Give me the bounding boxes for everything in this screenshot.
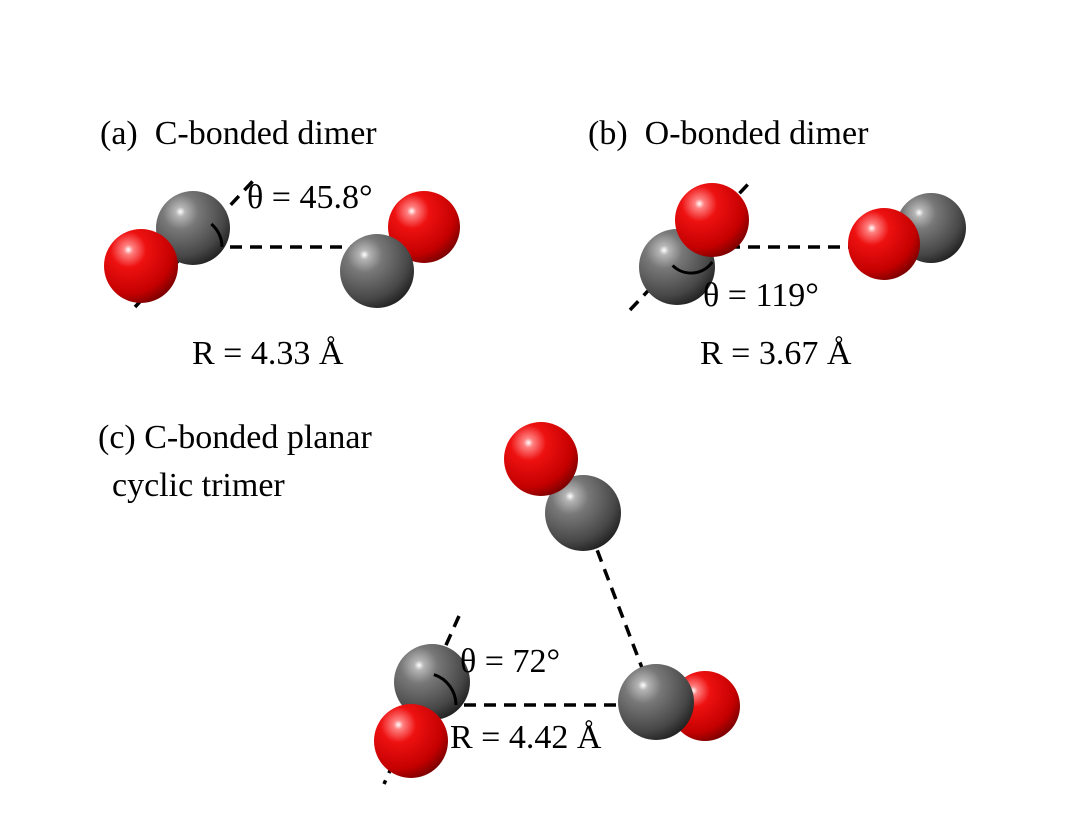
- panel-c-label-line1: (c) C-bonded planar: [98, 419, 372, 456]
- carbon-atom: [394, 644, 470, 720]
- oxygen-atom: [848, 208, 920, 280]
- oxygen-atom: [104, 229, 178, 303]
- angle-arc-b: [671, 261, 714, 275]
- oxygen-atom: [675, 183, 749, 257]
- panel-b-distance-label: R = 3.67 Å: [700, 335, 852, 372]
- panel-c-label-line2: cyclic trimer: [112, 467, 285, 504]
- panel-c-structure: [374, 422, 740, 785]
- co-molecule-a-left: [104, 191, 230, 303]
- carbon-atom: [618, 664, 694, 740]
- carbon-atom: [340, 234, 414, 308]
- co-molecule-a-right: [340, 191, 460, 308]
- panel-a-theta-label: θ = 45.8°: [247, 179, 373, 216]
- oxygen-atom: [504, 422, 578, 496]
- panel-a-label: (a) C-bonded dimer: [100, 115, 377, 152]
- panel-a-structure: [104, 179, 460, 309]
- co-molecule-c-top: [504, 422, 621, 551]
- co-molecule-c-bottom-left: [374, 644, 470, 778]
- oxygen-atom: [388, 191, 460, 263]
- panel-b-label: (b) O-bonded dimer: [588, 115, 869, 152]
- panel-c-theta-label: θ = 72°: [460, 643, 561, 680]
- co-molecule-c-bottom-right: [618, 664, 740, 741]
- panel-c-distance-label: R = 4.42 Å: [450, 719, 602, 756]
- carbon-atom: [156, 191, 230, 265]
- panel-a-distance-label: R = 4.33 Å: [192, 335, 344, 372]
- carbon-atom: [545, 475, 621, 551]
- panel-b-theta-label: θ = 119°: [703, 277, 819, 314]
- angle-arc-c: [433, 673, 458, 706]
- panel-b-structure: [628, 178, 966, 312]
- oxygen-atom: [374, 704, 448, 778]
- co-molecule-b-right: [848, 193, 966, 280]
- co-molecule-b-left: [639, 183, 749, 305]
- angle-arc-a: [210, 222, 224, 248]
